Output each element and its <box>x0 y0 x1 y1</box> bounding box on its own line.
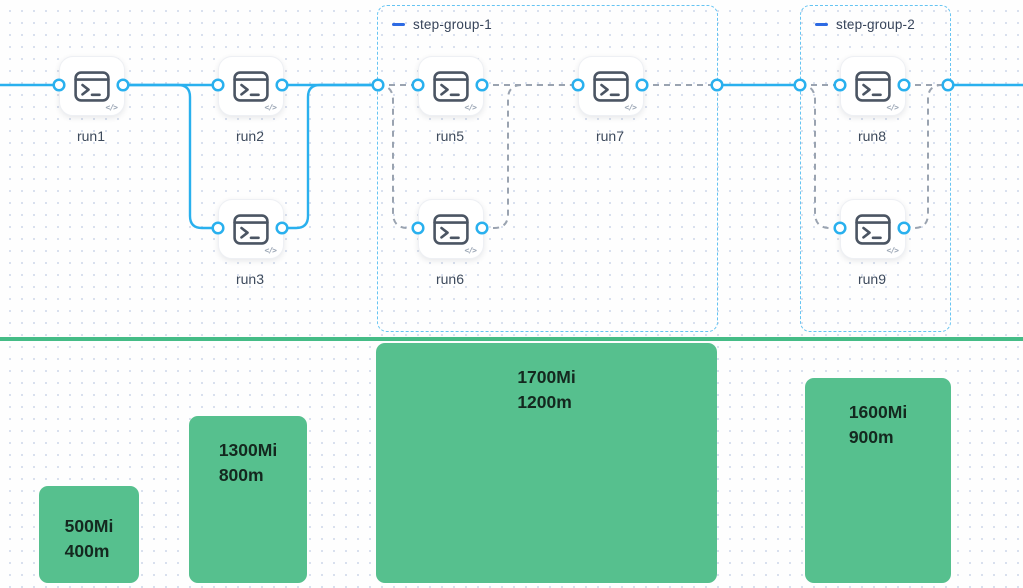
terminal-icon <box>855 70 891 102</box>
node-run8[interactable]: </> run8 <box>840 56 906 144</box>
node-label: run7 <box>595 128 625 144</box>
node-run1[interactable]: </> run1 <box>59 56 125 144</box>
code-icon: </> <box>105 103 118 112</box>
node-card[interactable]: </> <box>840 199 906 259</box>
node-run5[interactable]: </> run5 <box>418 56 484 144</box>
node-run2[interactable]: </> run2 <box>218 56 284 144</box>
resource-bar-label: 1300Mi 800m <box>218 440 278 485</box>
resource-bar-label: 1600Mi 900m <box>848 402 908 447</box>
node-card[interactable]: </> <box>218 56 284 116</box>
node-run3[interactable]: </> run3 <box>218 199 284 287</box>
divider-line <box>0 337 1023 341</box>
terminal-icon <box>855 213 891 245</box>
node-label: run8 <box>857 128 887 144</box>
edge <box>123 83 218 230</box>
node-card[interactable]: </> <box>59 56 125 116</box>
group-label: step-group-2 <box>836 17 915 32</box>
terminal-icon <box>74 70 110 102</box>
node-label: run5 <box>435 128 465 144</box>
node-label: run9 <box>857 271 887 287</box>
group-header: step-group-1 <box>378 6 717 32</box>
node-label: run6 <box>435 271 465 287</box>
resource-bar: 1700Mi 1200m <box>376 343 717 583</box>
terminal-icon <box>433 70 469 102</box>
resource-bar: 1600Mi 900m <box>805 378 951 583</box>
node-run9[interactable]: </> run9 <box>840 199 906 287</box>
resource-bar: 500Mi 400m <box>39 486 139 583</box>
code-icon: </> <box>464 246 477 255</box>
node-label: run3 <box>235 271 265 287</box>
node-card[interactable]: </> <box>418 56 484 116</box>
terminal-icon <box>233 70 269 102</box>
collapse-icon[interactable] <box>815 22 828 27</box>
group-label: step-group-1 <box>413 17 492 32</box>
terminal-icon <box>433 213 469 245</box>
group-header: step-group-2 <box>801 6 950 32</box>
node-card[interactable]: </> <box>578 56 644 116</box>
node-label: run2 <box>235 128 265 144</box>
node-run7[interactable]: </> run7 <box>578 56 644 144</box>
code-icon: </> <box>464 103 477 112</box>
code-icon: </> <box>624 103 637 112</box>
node-card[interactable]: </> <box>418 199 484 259</box>
resource-bar: 1300Mi 800m <box>189 416 307 583</box>
code-icon: </> <box>264 246 277 255</box>
resource-bar-label: 1700Mi 1200m <box>517 367 576 412</box>
code-icon: </> <box>886 103 899 112</box>
node-label: run1 <box>76 128 106 144</box>
node-card[interactable]: </> <box>218 199 284 259</box>
node-card[interactable]: </> <box>840 56 906 116</box>
collapse-icon[interactable] <box>392 22 405 27</box>
terminal-icon <box>233 213 269 245</box>
terminal-icon <box>593 70 629 102</box>
edge <box>282 83 378 230</box>
node-run6[interactable]: </> run6 <box>418 199 484 287</box>
code-icon: </> <box>264 103 277 112</box>
code-icon: </> <box>886 246 899 255</box>
resource-bar-label: 500Mi 400m <box>64 516 114 561</box>
